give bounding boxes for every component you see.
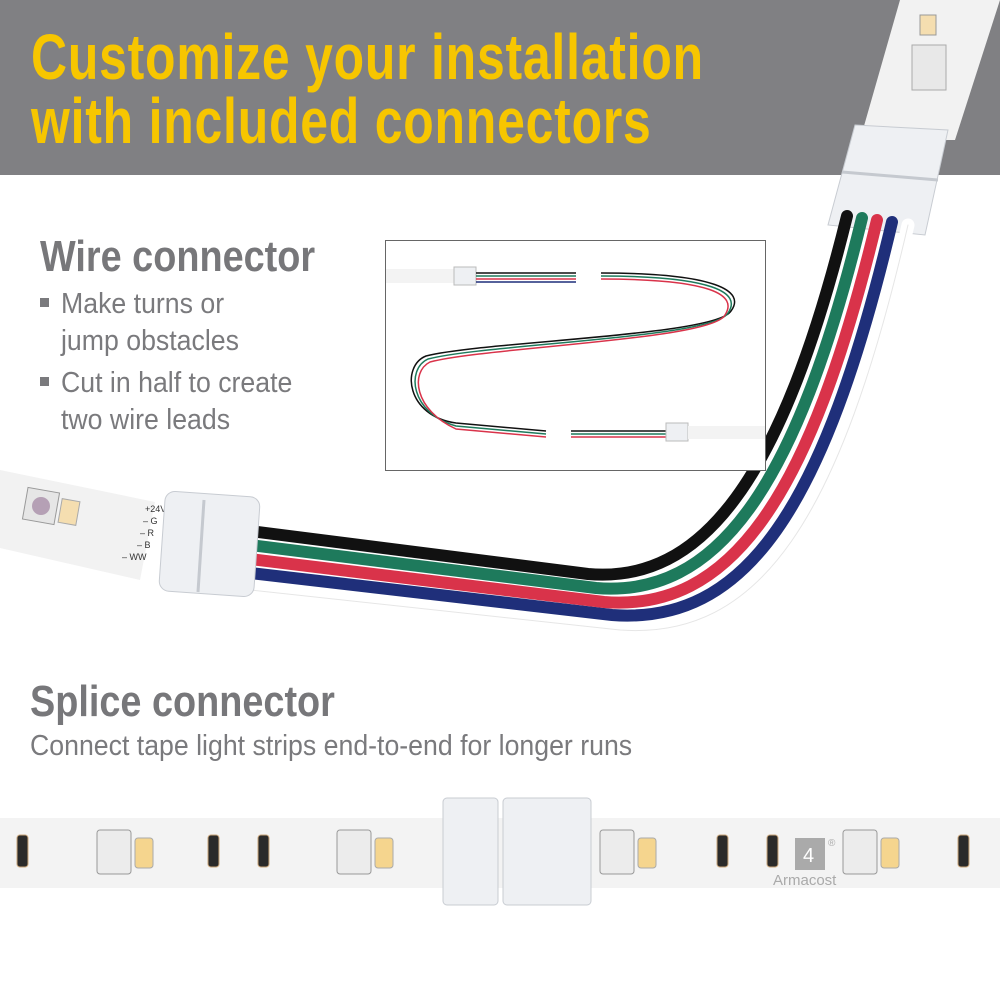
splice-connector-title: Splice connector <box>30 677 335 726</box>
inset-wire-illustration <box>386 266 765 442</box>
white-led <box>134 837 154 869</box>
label-r: – R <box>140 528 155 538</box>
bullet-1-line-2: jump obstacles <box>61 325 239 357</box>
resistor <box>16 834 29 868</box>
wire-connector-title: Wire connector <box>40 232 316 281</box>
rgb-led <box>336 829 372 875</box>
label-ww: – WW <box>122 552 147 562</box>
logo-name: Armacost <box>773 872 837 889</box>
left-wire-connector <box>158 490 261 597</box>
header-line-2: with included connectors <box>31 85 652 157</box>
splice-connector-description: Connect tape light strips end-to-end for… <box>30 730 633 762</box>
white-led <box>637 837 657 869</box>
bullet-1-line-1: Make turns or <box>61 288 225 320</box>
armacost-logo: 4 Armacost ® <box>773 838 837 889</box>
top-wire-connector <box>827 124 949 236</box>
rgb-led <box>842 829 878 875</box>
left-tape-strip: +24V – G – R – B – WW <box>0 470 166 580</box>
top-tape-strip <box>860 0 1000 140</box>
wire-connector-inset-diagram <box>385 240 766 471</box>
label-24v: +24V <box>145 504 166 514</box>
svg-text:4: 4 <box>803 845 814 867</box>
resistor <box>766 834 779 868</box>
rgb-led <box>599 829 635 875</box>
bullet-icon <box>40 298 49 307</box>
rgb-led <box>96 829 132 875</box>
logo-mark: ® <box>828 838 836 849</box>
white-led <box>880 837 900 869</box>
bullet-icon <box>40 377 49 386</box>
header-banner: Customize your installation with include… <box>0 0 1000 175</box>
bullet-2-line-1: Cut in half to create <box>61 367 293 399</box>
label-b: – B <box>137 540 151 550</box>
header-line-1: Customize your installation <box>31 21 704 93</box>
label-g: – G <box>143 516 158 526</box>
white-led <box>374 837 394 869</box>
bottom-tape-strip <box>0 818 1000 888</box>
splice-connector <box>442 797 592 906</box>
resistor <box>716 834 729 868</box>
resistor <box>957 834 970 868</box>
bullet-2-line-2: two wire leads <box>61 404 231 436</box>
resistor <box>257 834 270 868</box>
resistor <box>207 834 220 868</box>
wire-bundle <box>243 210 915 638</box>
